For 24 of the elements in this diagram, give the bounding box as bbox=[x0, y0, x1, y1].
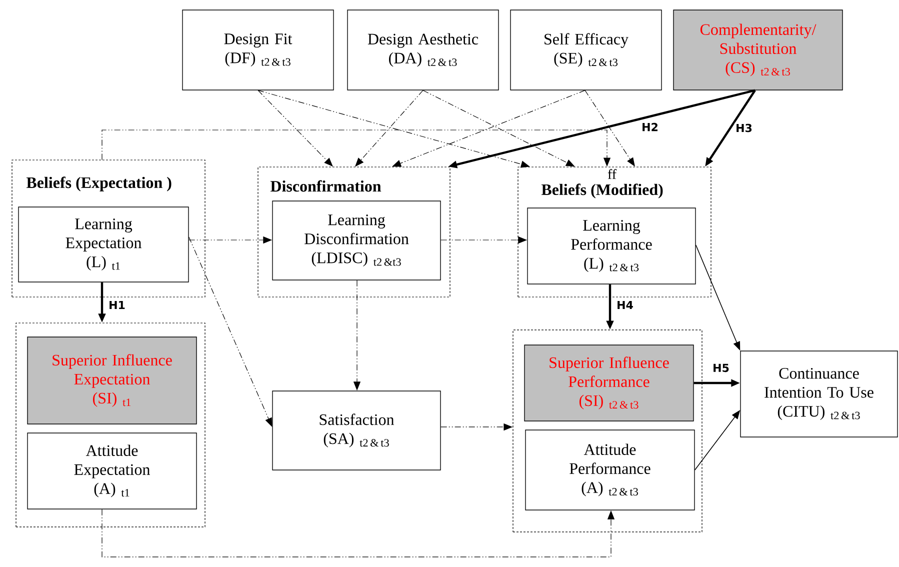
edge-label: H2 bbox=[640, 122, 660, 132]
stray-text: ff bbox=[608, 169, 617, 179]
arrow bbox=[188, 236, 272, 427]
edge-label: H3 bbox=[734, 122, 754, 134]
construct-box: Attitude Expectation (A) $_{\mathrm{t1}}$ bbox=[27, 432, 197, 510]
group-frame bbox=[16, 322, 206, 528]
construct-box: Self Efficacy (SE) $_{\mathrm{t2\,\&\,t3}}$ bbox=[510, 10, 662, 90]
construct-box: Learning Performance (L) $_{\mathrm{t2\,\&\,t3}}$ bbox=[527, 208, 696, 284]
edge-label: H1 bbox=[108, 300, 126, 310]
edge-label: H5 bbox=[712, 362, 730, 374]
construct-box: Attitude Performance (A) $_{\mathrm{t2\,\&\,t3}}$ bbox=[525, 430, 695, 510]
shaded-box: Complementarity/ Substitution (CS) $_{\mathrm{t2\,\&\,t3}}$ bbox=[673, 10, 843, 90]
arrow bbox=[422, 90, 575, 167]
shaded-box: Superior Influence Expectation (SI) $_{\mathrm{t1}}$ bbox=[27, 336, 197, 424]
construct-box: Learning Disconfirmation (LDISC) $_{\mathrm{t2\,\&t3}}$ bbox=[272, 200, 441, 280]
construct-box: Design Fit (DF) $_{\mathrm{t2\,\&\,t3}}$ bbox=[182, 10, 334, 90]
group-frame bbox=[512, 330, 702, 532]
construct-box: Continuance Intention To Use (CITU) $_{\mathrm{t2\,\&\,t3}}$ bbox=[740, 350, 898, 438]
edge-label: H4 bbox=[616, 300, 634, 310]
arrow bbox=[392, 90, 586, 167]
construct-box: Design Aesthetic (DA) $_{\mathrm{t2\,\&\,t3}}$ bbox=[347, 10, 499, 90]
construct-box: Satisfaction (SA) $_{\mathrm{t2\,\&\,t3}}$ bbox=[272, 390, 441, 470]
shaded-box: Superior Influence Performance (SI) $_{\mathrm{t2\,\&\,t3}}$ bbox=[524, 344, 694, 422]
construct-box: Learning Expectation (L) $_{\mathrm{t1}}$ bbox=[18, 206, 189, 282]
